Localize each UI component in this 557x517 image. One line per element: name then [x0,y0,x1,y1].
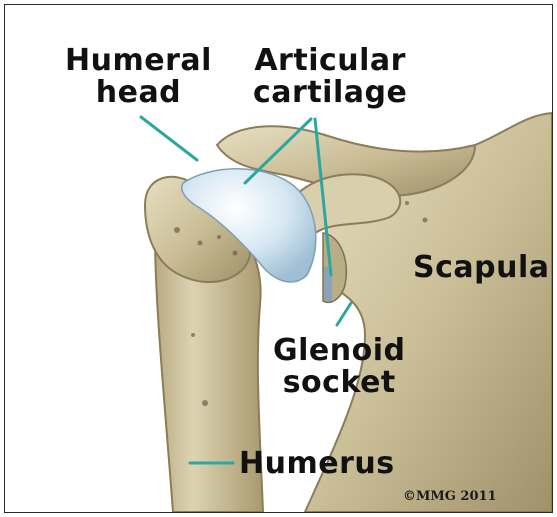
figure-frame: Humeral head Articular cartilage Scapula… [4,4,553,513]
copyright-notice: ©MMG 2011 [403,489,497,504]
leader-humeral-head [141,117,197,160]
label-scapula: Scapula [413,252,550,284]
label-glenoid-socket: Glenoid socket [273,335,405,399]
leader-glenoid [337,303,351,325]
label-humeral-head: Humeral head [65,45,212,109]
label-humerus: Humerus [239,448,395,480]
label-articular-cartilage: Articular cartilage [253,45,407,109]
